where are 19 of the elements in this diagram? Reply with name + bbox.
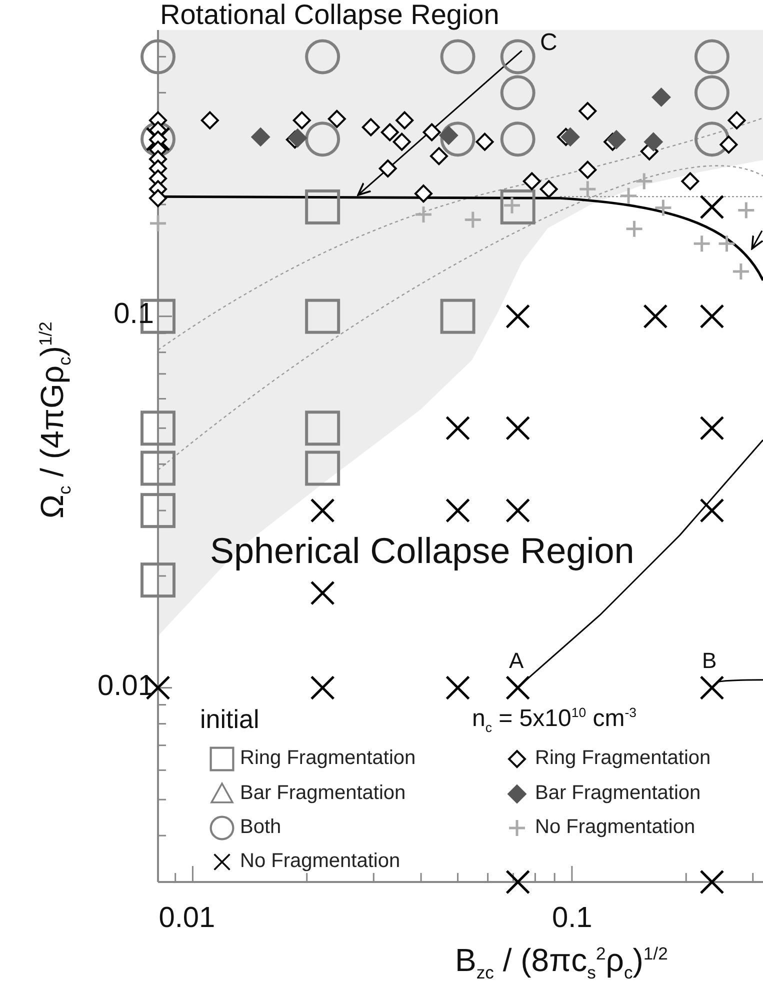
legend-label: Bar Fragmentation [535,783,701,803]
legend-heading: n$_{c}$ = 5x10$^{10}$ cm$^{-3}$ [472,706,636,734]
tick-label: 0.01 [158,904,216,933]
x-axis-title: B$_{zc}$ / (8πc$_{s}$$^{2}$ρ$_{c}$)$^{1/2}$ [455,944,668,982]
tick-label: 0.01 [98,672,154,701]
legend-label: No Fragmentation [240,851,400,871]
legend-label: Both [240,817,282,837]
point-label: A [509,650,524,672]
point-label: B [702,650,717,672]
legend-label: Ring Fragmentation [535,748,711,768]
point-label: C [540,31,558,55]
legend-label: Ring Fragmentation [240,748,416,768]
tick-label: 0.1 [114,300,154,330]
legend-label: Bar Fragmentation [240,783,406,803]
legend-label: No Fragmentation [535,817,696,837]
legend-heading: initial [200,706,260,732]
region-label: Rotational Collapse Region [160,1,500,29]
region-label: Spherical Collapse Region [210,533,634,569]
tick-label: 0.1 [552,904,592,933]
